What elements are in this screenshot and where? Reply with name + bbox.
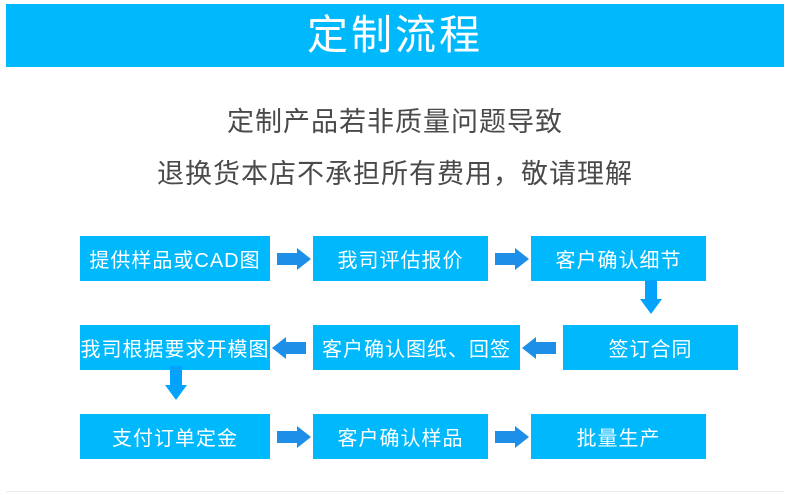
arrow-right-icon	[270, 236, 313, 281]
notice-text: 定制产品若非质量问题导致 退换货本店不承担所有费用，敬请理解	[0, 96, 790, 200]
arrow-right-icon	[488, 236, 531, 281]
notice-line-1: 定制产品若非质量问题导致	[227, 107, 563, 137]
notice-line-2: 退换货本店不承担所有费用，敬请理解	[157, 159, 633, 189]
flow-step-mass-production[interactable]: 批量生产	[531, 414, 706, 459]
arrow-left-icon	[520, 325, 563, 370]
arrow-stem	[645, 280, 657, 301]
arrow-right-icon	[488, 414, 531, 459]
flow-step-sign-contract[interactable]: 签订合同	[563, 325, 738, 370]
arrow-stem	[495, 430, 517, 443]
flowchart: 提供样品或CAD图 我司评估报价 客户确认细节 我司根据要求开模图 客户确认图纸…	[0, 232, 790, 463]
arrow-stem	[277, 252, 299, 265]
arrow-stem	[495, 252, 517, 265]
flow-step-evaluate-quote[interactable]: 我司评估报价	[313, 236, 488, 281]
arrow-head	[522, 336, 536, 359]
flow-step-make-mold-drawing[interactable]: 我司根据要求开模图	[80, 325, 270, 370]
flow-step-provide-sample[interactable]: 提供样品或CAD图	[80, 236, 270, 281]
flow-step-confirm-sample[interactable]: 客户确认样品	[313, 414, 488, 459]
arrow-stem	[277, 430, 299, 443]
arrow-head	[297, 247, 311, 270]
arrow-head	[297, 425, 311, 448]
arrow-head	[165, 385, 187, 400]
bottom-divider	[6, 491, 784, 492]
arrow-head	[515, 425, 529, 448]
flow-step-confirm-drawing-signback[interactable]: 客户确认图纸、回签	[313, 325, 520, 370]
arrow-right-icon	[270, 414, 313, 459]
flow-row-2: 我司根据要求开模图 客户确认图纸、回签 签订合同	[0, 321, 790, 374]
arrow-down-icon	[637, 280, 665, 314]
arrow-head	[515, 247, 529, 270]
flow-step-confirm-details[interactable]: 客户确认细节	[531, 236, 706, 281]
arrow-stem	[284, 341, 306, 354]
arrow-left-icon	[270, 325, 313, 370]
arrow-down-icon	[162, 366, 190, 400]
header-banner: 定制流程	[6, 4, 784, 67]
arrow-head	[640, 299, 662, 314]
flow-step-pay-deposit[interactable]: 支付订单定金	[80, 414, 270, 459]
flow-row-3: 支付订单定金 客户确认样品 批量生产	[0, 410, 790, 463]
arrow-stem	[534, 341, 556, 354]
arrow-stem	[170, 366, 182, 387]
flow-row-1: 提供样品或CAD图 我司评估报价 客户确认细节	[0, 232, 790, 285]
arrow-head	[272, 336, 286, 359]
page-title: 定制流程	[307, 12, 483, 58]
